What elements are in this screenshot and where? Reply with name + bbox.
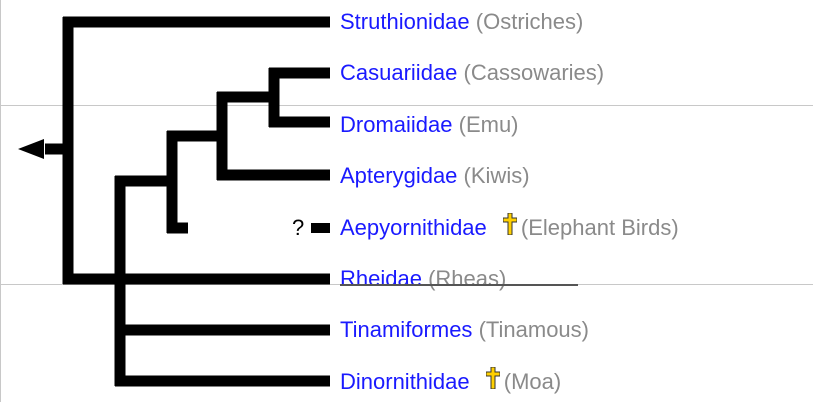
strikethrough-line: [340, 284, 578, 286]
taxon-apterygidae: Apterygidae (Kiwis): [340, 161, 530, 191]
taxon-common-name: (Emu): [458, 112, 519, 137]
taxon-dinornithidae: Dinornithidae (Moa): [340, 366, 562, 397]
taxon-link[interactable]: Dromaiidae: [340, 112, 453, 137]
uncertain-branch-stub: [311, 223, 330, 233]
uncertain-position-marker: ?: [292, 215, 305, 240]
separator-line: [0, 105, 813, 106]
taxon-link[interactable]: Tinamiformes: [340, 317, 473, 342]
taxon-common-name: (Moa): [503, 369, 562, 394]
taxon-link[interactable]: Dinornithidae: [340, 369, 470, 394]
taxon-common-name: (Kiwis): [463, 163, 530, 188]
taxon-rheidae: Rheidae (Rheas): [340, 264, 506, 294]
taxon-common-name: (Rheas): [428, 266, 507, 291]
extinct-dagger-icon: [485, 366, 501, 397]
taxon-link[interactable]: Struthionidae: [340, 9, 470, 34]
taxon-link[interactable]: Rheidae: [340, 266, 422, 291]
frame-edge: [0, 0, 1, 402]
taxon-link[interactable]: Apterygidae: [340, 163, 458, 188]
taxon-casuariidae: Casuariidae (Cassowaries): [340, 58, 604, 88]
taxon-aepyornithidae: Aepyornithidae (Elephant Birds): [340, 212, 679, 243]
root-arrow-icon: [18, 139, 44, 159]
taxon-common-name: (Tinamous): [478, 317, 589, 342]
taxon-dromaiidae: Dromaiidae (Emu): [340, 110, 519, 140]
taxon-tinamiformes: Tinamiformes (Tinamous): [340, 315, 589, 345]
taxon-struthionidae: Struthionidae (Ostriches): [340, 7, 583, 37]
taxon-common-name: (Cassowaries): [463, 60, 605, 85]
extinct-dagger-icon: [502, 212, 518, 243]
taxon-link[interactable]: Aepyornithidae: [340, 215, 487, 240]
taxon-link[interactable]: Casuariidae: [340, 60, 458, 85]
taxon-common-name: (Ostriches): [475, 9, 584, 34]
taxon-common-name: (Elephant Birds): [520, 215, 679, 240]
